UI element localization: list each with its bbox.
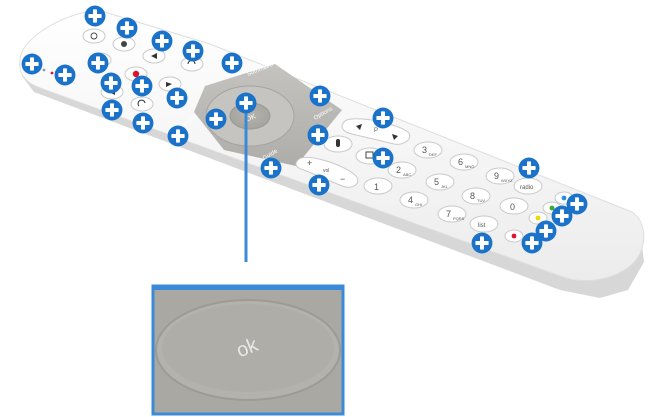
svg-text:5: 5 xyxy=(434,177,439,187)
svg-text:TUV: TUV xyxy=(477,198,485,203)
digit-key-5[interactable]: 5 JKL xyxy=(425,173,455,191)
hotspot-list-key[interactable] xyxy=(471,232,493,254)
hotspot-retour[interactable] xyxy=(167,125,189,147)
zoom-panel-top-bar xyxy=(153,286,343,290)
svg-text:8: 8 xyxy=(470,191,475,201)
channel-label: P xyxy=(374,128,378,134)
digit-key-0[interactable]: 0 xyxy=(499,197,529,215)
power-button[interactable] xyxy=(82,28,106,44)
hotspot-sommaire[interactable] xyxy=(221,52,243,74)
hotspot-channel[interactable] xyxy=(372,107,394,129)
hotspot-green-key[interactable] xyxy=(551,205,573,227)
svg-text:JKL: JKL xyxy=(441,184,449,189)
svg-text:3: 3 xyxy=(422,145,427,155)
list-key[interactable]: list xyxy=(469,215,499,233)
led-dot-2 xyxy=(50,71,54,75)
digit-key-8[interactable]: 8 TUV xyxy=(461,187,491,205)
digit-key-3[interactable]: 3 DEF xyxy=(413,141,443,159)
hotspot-led-2[interactable] xyxy=(54,64,76,86)
svg-text:ABC: ABC xyxy=(403,172,411,177)
mic-icon xyxy=(336,139,340,147)
undo-icon xyxy=(137,99,146,107)
undo-button[interactable] xyxy=(130,96,154,112)
hotspot-mic[interactable] xyxy=(307,124,329,146)
zoom-panel: ok xyxy=(151,284,345,416)
hotspot-radio[interactable] xyxy=(518,157,540,179)
hotspot-back[interactable] xyxy=(100,72,122,94)
volume-minus-label: − xyxy=(340,174,345,184)
hotspot-record[interactable] xyxy=(131,75,153,97)
svg-text:0: 0 xyxy=(510,202,515,212)
radio-key[interactable]: radio xyxy=(513,177,543,195)
hotspot-ok[interactable] xyxy=(235,92,257,114)
hotspot-play-pause[interactable] xyxy=(166,87,188,109)
hotspot-home[interactable] xyxy=(87,52,109,74)
hotspot-rewind[interactable] xyxy=(151,30,173,52)
tv-symbol xyxy=(121,41,127,47)
color-keys xyxy=(504,191,574,243)
svg-text:list: list xyxy=(478,223,486,229)
hotspot-dpad-left[interactable] xyxy=(205,108,227,130)
hotspot-power[interactable] xyxy=(84,5,106,27)
zoom-ok-inner xyxy=(162,304,334,392)
rewind-icon xyxy=(151,53,157,59)
svg-text:9: 9 xyxy=(494,171,499,181)
svg-text:1: 1 xyxy=(374,182,379,192)
svg-text:PQRS: PQRS xyxy=(453,216,465,221)
digit-key-2[interactable]: 2 ABC xyxy=(387,161,417,179)
volume-label: vol xyxy=(323,168,329,174)
hotspot-guide[interactable] xyxy=(260,157,282,179)
digit-key-4[interactable]: 4 GHI xyxy=(399,191,429,209)
digit-key-1[interactable]: 1 xyxy=(363,177,393,195)
blue-dot xyxy=(561,195,567,201)
hotspot-options[interactable] xyxy=(309,85,331,107)
channel-down-icon xyxy=(356,124,362,130)
record-dot xyxy=(132,70,140,78)
hotspot-led[interactable] xyxy=(21,53,43,75)
channel-up-icon xyxy=(392,134,398,140)
svg-text:2: 2 xyxy=(396,165,401,175)
hotspot-undo[interactable] xyxy=(101,99,123,121)
green-dot xyxy=(549,205,555,211)
hotspot-tv[interactable] xyxy=(116,17,138,39)
volume-plus-label: + xyxy=(307,158,312,168)
svg-text:7: 7 xyxy=(446,209,451,219)
svg-text:DEF: DEF xyxy=(429,152,438,157)
digit-key-6[interactable]: 6 MNO xyxy=(449,153,479,171)
svg-text:6: 6 xyxy=(458,157,463,167)
power-symbol xyxy=(90,32,98,40)
number-keypad: 1 2 ABC 3 DEF 4 GHI 5 JKL 6 MNO xyxy=(363,141,543,233)
digit-key-9[interactable]: 9 WXYZ xyxy=(485,167,515,185)
volume-rocker[interactable] xyxy=(295,156,359,188)
hotspot-list[interactable] xyxy=(372,147,394,169)
hotspot-volume[interactable] xyxy=(308,174,330,196)
ok-label: OK xyxy=(245,113,257,123)
hotspot-replay[interactable] xyxy=(182,40,204,62)
led-dot-1 xyxy=(42,68,46,72)
svg-text:4: 4 xyxy=(408,195,413,205)
svg-text:GHI: GHI xyxy=(415,202,422,207)
red-dot xyxy=(511,233,517,239)
hotspot-undo-2[interactable] xyxy=(132,112,154,134)
svg-text:radio: radio xyxy=(520,185,534,191)
digit-key-7[interactable]: 7 PQRS xyxy=(437,205,467,223)
svg-text:WXYZ: WXYZ xyxy=(501,178,513,183)
hotspot-red-key[interactable] xyxy=(521,232,543,254)
yellow-dot xyxy=(535,215,541,221)
svg-text:MNO: MNO xyxy=(465,164,474,169)
play-icon xyxy=(166,82,172,87)
